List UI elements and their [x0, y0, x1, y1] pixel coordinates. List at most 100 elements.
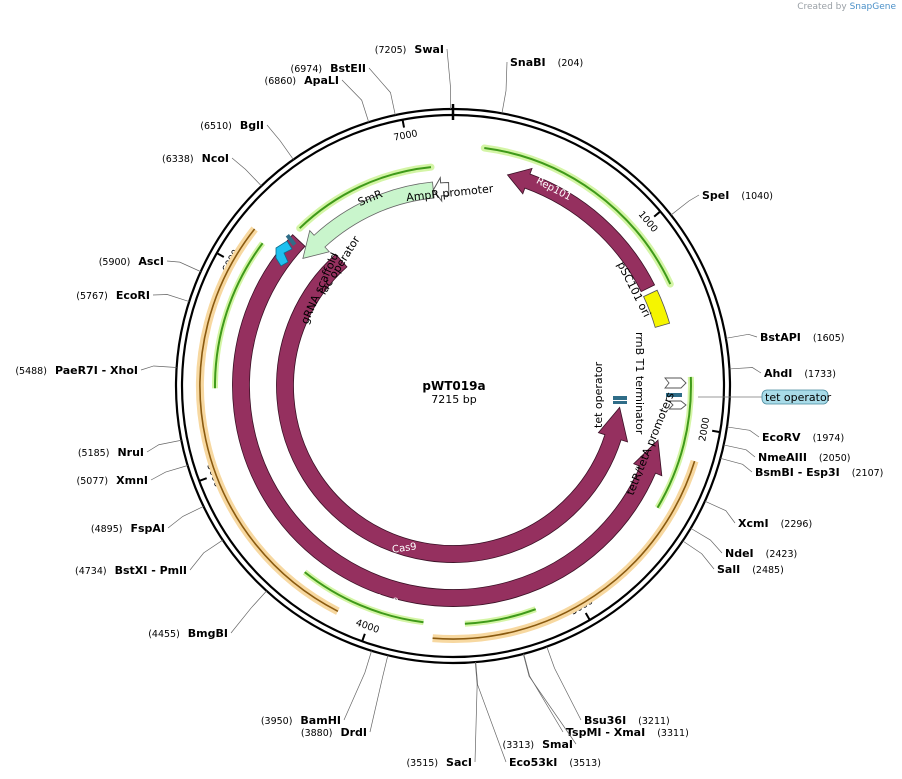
- feature-tet-operator-right[interactable]: [666, 393, 682, 397]
- site-position: (1605): [813, 333, 845, 344]
- plasmid-size: 7215 bp: [431, 393, 476, 406]
- site-label[interactable]: SalI(2485): [717, 563, 784, 576]
- site-label[interactable]: (5767)EcoRI: [76, 289, 150, 302]
- site-leader: [446, 48, 451, 110]
- site-name: SpeI: [702, 189, 729, 202]
- site-position: (4455): [148, 629, 180, 640]
- site-label[interactable]: NmeAIII(2050): [758, 451, 851, 464]
- site-label[interactable]: (6974)BstEII: [291, 62, 366, 75]
- site-name: SmaI: [542, 738, 573, 751]
- site-label[interactable]: SnaBI (204): [510, 56, 583, 69]
- site-label[interactable]: (3515)SacI: [406, 756, 472, 769]
- site-leader: [230, 590, 267, 634]
- callout-tet-operator[interactable]: tet operator: [698, 389, 832, 405]
- site-position: (1974): [813, 433, 845, 444]
- tick-2000: [711, 429, 721, 434]
- site-label[interactable]: (5900)AscI: [99, 255, 164, 268]
- snapgene-credit: Created by SnapGene: [797, 2, 896, 12]
- feature-smr[interactable]: [302, 181, 435, 259]
- site-position: (6510): [200, 121, 232, 132]
- feature-rep101[interactable]: [506, 167, 656, 293]
- site-name: EcoRI: [116, 289, 150, 302]
- feature-ampr-promoter[interactable]: [432, 175, 450, 203]
- site-label[interactable]: (4734)BstXI - PmlI: [75, 564, 187, 577]
- site-name: BstEII: [330, 62, 366, 75]
- site-label[interactable]: (6860)ApaLI: [264, 74, 339, 87]
- site-label[interactable]: (4895)FspAI: [91, 522, 165, 535]
- site-position: (4734): [75, 566, 107, 577]
- site-label[interactable]: TspMI - XmaI (3311): [566, 726, 689, 739]
- site-label[interactable]: XcmI(2296): [738, 517, 812, 530]
- primer-arc-right: [656, 376, 692, 509]
- site-label[interactable]: (3880)DrdI: [301, 726, 367, 739]
- site-label[interactable]: BstAPI (1605): [760, 331, 844, 344]
- site-label[interactable]: (7205)SwaI: [375, 43, 444, 56]
- orange-arc-right-line: [432, 460, 696, 640]
- primer-arc-bottom-1: [464, 608, 537, 625]
- tick-1000: [653, 210, 661, 218]
- site-position: (3880): [301, 728, 333, 739]
- site-position: (204): [558, 58, 584, 69]
- site-label[interactable]: (5488) PaeR7I - XhoI: [15, 364, 138, 377]
- site-label[interactable]: (3950)BamHI: [261, 714, 341, 727]
- site-label[interactable]: (5185)NruI: [78, 446, 144, 459]
- site-leader: [522, 653, 577, 745]
- site-name: AhdI: [764, 367, 792, 380]
- site-label[interactable]: Bsu36I(3211): [584, 714, 670, 727]
- site-label[interactable]: EcoRV(1974): [762, 431, 844, 444]
- site-name: SnaBI: [510, 56, 546, 69]
- site-label[interactable]: BsmBI - Esp3I(2107): [755, 466, 883, 479]
- site-label[interactable]: AhdI (1733): [764, 367, 836, 380]
- credit-prefix: Created by: [797, 2, 847, 12]
- site-name: AscI: [138, 255, 164, 268]
- site-label[interactable]: NdeI(2423): [725, 547, 797, 560]
- site-name: BstAPI: [760, 331, 801, 344]
- label-grna-scaffold: gRNA scaffold: [298, 251, 341, 326]
- site-label[interactable]: SpeI(1040): [702, 189, 773, 202]
- label-tet-operator: tet operator: [592, 361, 605, 428]
- site-leader: [729, 367, 762, 374]
- site-name: ApaLI: [304, 74, 339, 87]
- site-name: TspMI - XmaI: [566, 726, 645, 739]
- feature-tet-operator-left[interactable]: [613, 396, 627, 404]
- site-position: (1733): [804, 369, 836, 380]
- feature-cas9-inner[interactable]: [276, 253, 629, 563]
- site-position: (2423): [766, 549, 798, 560]
- site-position: (5488): [15, 366, 47, 377]
- site-name: BsmBI - Esp3I: [755, 466, 840, 479]
- primer-arc-smr: [296, 163, 435, 232]
- site-leader: [682, 540, 715, 570]
- site-label[interactable]: (6338)NcoI: [162, 152, 229, 165]
- site-position: (3311): [657, 728, 689, 739]
- site-label[interactable]: (4455)BmgBI: [148, 627, 228, 640]
- site-leader: [475, 662, 507, 763]
- feature-cas9-outer[interactable]: [232, 234, 663, 607]
- site-name: PaeR7I - XhoI: [55, 364, 138, 377]
- site-leader: [474, 662, 478, 763]
- site-label[interactable]: Eco53kI(3513): [509, 756, 601, 769]
- feature-grna-scaffold[interactable]: [275, 240, 293, 267]
- site-label[interactable]: (5077)XmnI: [77, 474, 148, 487]
- primer-arc-left: [213, 242, 264, 389]
- callout-label: tet operator: [765, 391, 832, 404]
- site-label[interactable]: (3313) SmaI: [503, 738, 574, 751]
- site-label[interactable]: (6510)BglI: [200, 119, 264, 132]
- feature-psc101-ori[interactable]: [643, 289, 671, 328]
- site-leader: [189, 539, 223, 571]
- site-leader: [726, 426, 760, 438]
- feature-rrnb-terminator[interactable]: [664, 377, 687, 389]
- site-position: (3313): [503, 740, 535, 751]
- site-leader: [140, 365, 177, 371]
- label-rrnb-terminator: rrnB T1 terminator: [633, 332, 646, 435]
- feature-tetr-promoter-arrow[interactable]: [667, 400, 687, 410]
- feature-lac-operator[interactable]: [285, 234, 297, 246]
- site-leader: [266, 124, 294, 160]
- tick-7000: [401, 119, 406, 128]
- label-cas9-outer: Cas9: [373, 593, 399, 609]
- site-leader: [546, 646, 582, 721]
- tick-3000: [584, 612, 591, 621]
- site-leader: [231, 157, 262, 187]
- site-leader: [501, 61, 508, 114]
- site-name: FspAI: [130, 522, 165, 535]
- site-position: (7205): [375, 45, 407, 56]
